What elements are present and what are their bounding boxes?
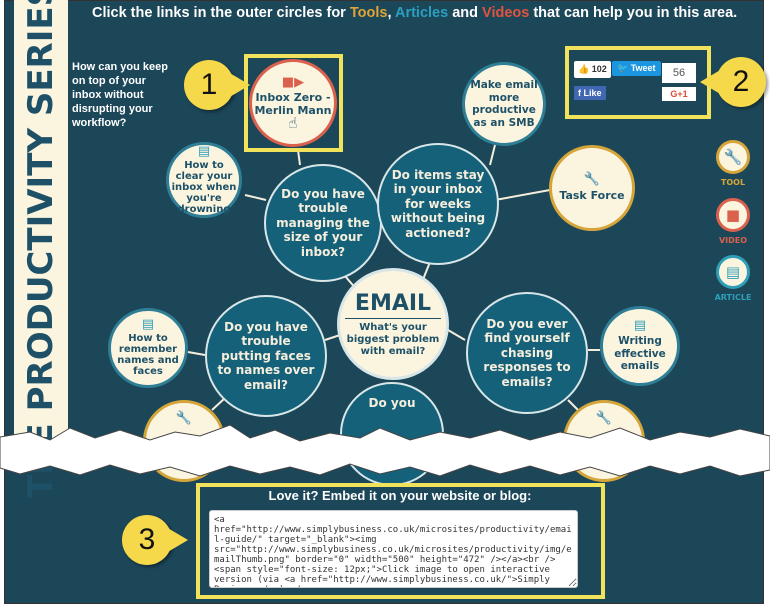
wrench-icon: 🔧 (175, 411, 193, 426)
legend-video-label: VIDEO (718, 236, 748, 245)
callout-1: 1 (184, 60, 250, 110)
center-title: EMAIL (344, 291, 442, 319)
email-center-circle: EMAIL What's your biggest problem with e… (337, 268, 449, 380)
google-plus-button[interactable]: G+1 (662, 87, 696, 101)
resource-inbox-zero-video[interactable]: ■▶Inbox Zero - Merlin Mann☝ (249, 59, 337, 147)
legend-tool-icon: 🔧 (716, 140, 750, 174)
center-subtitle: What's your biggest problem with email? (346, 321, 440, 357)
legend-article-label: ARTICLE (714, 293, 752, 302)
instructions-headline: Click the links in the outer circles for… (92, 5, 738, 21)
facebook-like-count: 👍 102 (574, 61, 611, 78)
resource-task-force-tool[interactable]: 🔧Task Force (549, 145, 635, 231)
resource-clear-inbox-article[interactable]: ▤How to clear your inbox when you're dro… (166, 142, 242, 218)
embed-title: Love it? Embed it on your website or blo… (268, 488, 532, 503)
document-icon: ▤ (633, 317, 647, 333)
highlight-box-1 (244, 54, 343, 152)
embed-code-textarea[interactable]: <a href="http://www.simplybusiness.co.uk… (209, 510, 578, 588)
legend-tool-label: TOOL (720, 178, 746, 187)
intro-question: How can you keep on top of your inbox wi… (72, 61, 168, 129)
resource-writing-emails-article[interactable]: ▤Writing effective emails (600, 306, 680, 386)
highlight-box-3 (196, 483, 605, 599)
resource-remember-names-article[interactable]: ▤How to remember names and faces (108, 308, 188, 388)
legend-video-icon: ■ (716, 198, 750, 232)
question-inbox-size[interactable]: Do you have trouble managing the size of… (264, 164, 382, 282)
question-faces-names[interactable]: Do you have trouble putting faces to nam… (205, 295, 327, 417)
facebook-like-button[interactable]: f Like (574, 86, 606, 100)
hand-cursor-icon: ☝ (288, 114, 298, 132)
document-icon: ▤ (197, 143, 211, 159)
series-banner: THE PRODUCTIVITY SERIES (14, 0, 68, 498)
question-chasing-responses[interactable]: Do you ever find yourself chasing respon… (466, 292, 588, 414)
resource-email-productive-article[interactable]: Make email more productive as an SMB (462, 62, 546, 146)
callout-2: 2 (700, 57, 766, 107)
wrench-icon: 🔧 (595, 411, 613, 426)
google-plus-count: 56 (662, 63, 696, 83)
document-icon: ▤ (141, 317, 155, 332)
question-items-stay[interactable]: Do items stay in your inbox for weeks wi… (377, 143, 499, 265)
legend-article-icon: ▤ (716, 255, 750, 289)
wrench-icon: 🔧 (583, 172, 601, 187)
callout-3: 3 (122, 515, 188, 565)
video-camera-icon: ■▶ (281, 74, 305, 90)
tweet-button[interactable]: 🐦 Tweet (612, 61, 661, 76)
